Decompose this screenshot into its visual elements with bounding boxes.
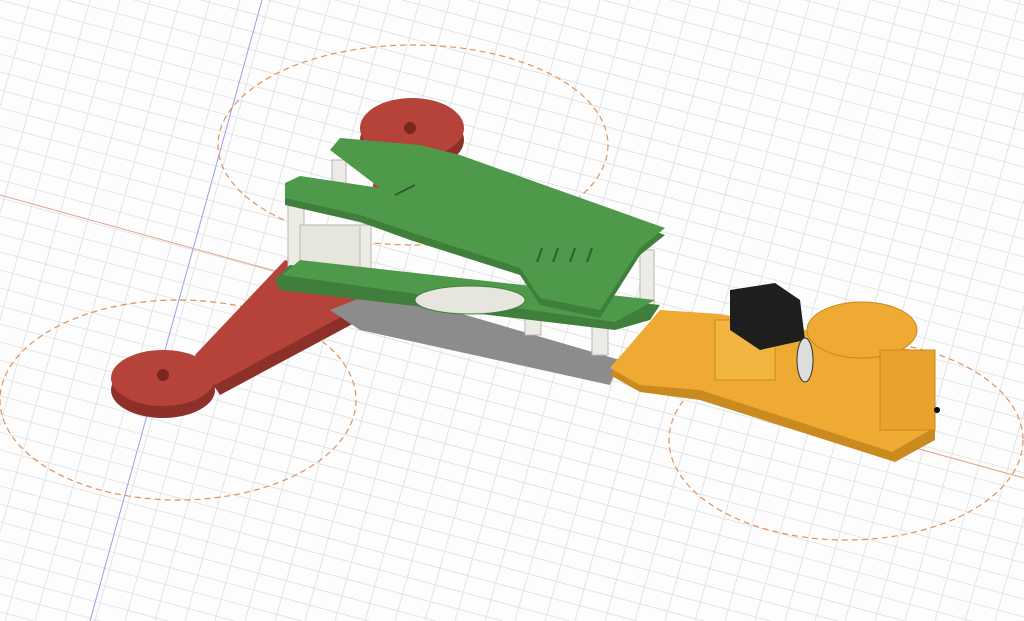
grid-line (124, 0, 301, 621)
grid-line (0, 413, 771, 621)
grid-line (0, 233, 1024, 510)
grid-line (0, 557, 235, 621)
grid-line (0, 449, 637, 621)
grid-line (724, 0, 901, 621)
top-plate[interactable] (275, 138, 665, 330)
grid-line (0, 539, 302, 621)
grid-line (0, 503, 436, 621)
grid-line (0, 431, 704, 621)
grid-line (0, 287, 1024, 564)
grid-line (874, 92, 1024, 621)
front-right-arm[interactable] (610, 301, 936, 462)
z-axis-line (89, 0, 263, 621)
grid-line (964, 411, 1024, 621)
grid-line (603, 0, 1024, 114)
grid-line (66, 0, 1024, 258)
grid-line (0, 611, 34, 621)
grid-line (0, 593, 101, 621)
grid-line (0, 35, 1024, 312)
origin-point (934, 407, 940, 413)
grid-line (804, 0, 1024, 60)
grid-line (634, 0, 811, 621)
grid-line (4, 0, 181, 621)
grid-line (94, 0, 271, 621)
grid-line (334, 0, 1024, 186)
grid-line (0, 0, 91, 320)
grid-line (402, 0, 1024, 168)
grid-line (934, 305, 1024, 621)
prop-circle-rear-left (217, 44, 609, 246)
grid-line (871, 0, 1024, 42)
grid-line (0, 395, 838, 621)
grid-line (0, 485, 503, 621)
grid-line (994, 517, 1024, 621)
grid-line (267, 0, 1024, 204)
grid-line (0, 0, 1024, 276)
grid-line (0, 467, 570, 621)
grid-line (469, 0, 1024, 150)
grid-line (0, 17, 1024, 294)
grid-line (938, 0, 1024, 24)
grid-line (0, 521, 369, 621)
grid-line (0, 0, 31, 107)
grid-line (0, 269, 1024, 546)
grid-line (1005, 0, 1024, 6)
grid-line (0, 0, 121, 426)
grid-line (34, 0, 211, 621)
grid-line (0, 0, 151, 533)
grid-line (0, 377, 905, 621)
grid-line (0, 575, 168, 621)
grid-line (0, 0, 61, 214)
grid-line (0, 251, 1024, 528)
servo (730, 283, 814, 383)
grid-line (536, 0, 1024, 132)
grid-line (737, 0, 1024, 78)
grid-line (844, 0, 1021, 621)
bottom-plate (330, 290, 620, 385)
prop-circle-front-left (0, 299, 357, 501)
grid-line (64, 0, 241, 621)
grid-line (133, 0, 1024, 240)
grid-line (200, 0, 1024, 222)
grid-line (904, 198, 1024, 621)
grid-line (604, 0, 781, 621)
grid-line (670, 0, 1024, 96)
